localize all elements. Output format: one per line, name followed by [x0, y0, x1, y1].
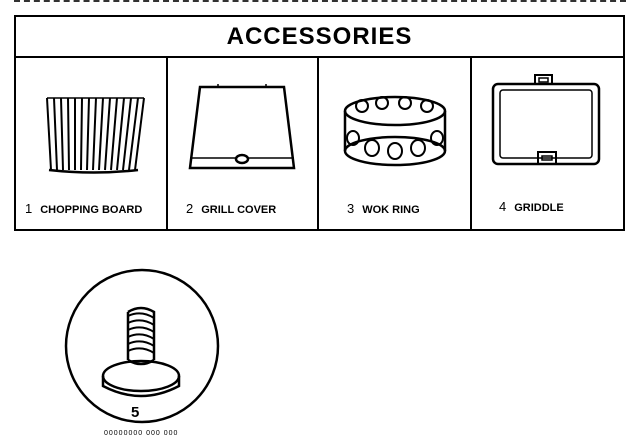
- callout-number: 5: [131, 404, 140, 421]
- accessories-panel: ACCESSORIES 1 CHOPPING BOARD: [14, 15, 625, 231]
- leveling-foot-bolt-icon: [64, 268, 220, 424]
- item-number: 4: [499, 199, 507, 214]
- accessories-row: 1 CHOPPING BOARD 2 GRILL COVER: [16, 58, 623, 231]
- accessories-header: ACCESSORIES: [16, 17, 623, 58]
- accessory-cell-chopping-board: 1 CHOPPING BOARD: [16, 58, 168, 231]
- item-label-wok-ring: 3 WOK RING: [347, 201, 420, 216]
- accessory-cell-wok-ring: 3 WOK RING: [319, 58, 472, 231]
- item-name: CHOPPING BOARD: [40, 204, 143, 216]
- item-name: GRIDDLE: [514, 202, 564, 214]
- griddle-icon: [491, 74, 601, 166]
- grill-cover-icon: [188, 84, 296, 170]
- top-dashed-border: [14, 0, 626, 6]
- accessory-cell-grill-cover: 2 GRILL COVER: [168, 58, 319, 231]
- accessory-cell-griddle: 4 GRIDDLE: [472, 58, 623, 231]
- item-label-chopping-board: 1 CHOPPING BOARD: [25, 201, 142, 216]
- chopping-board-icon: [46, 97, 145, 174]
- item-name: GRILL COVER: [201, 204, 277, 216]
- item-number: 3: [347, 201, 355, 216]
- item-name: WOK RING: [362, 204, 420, 216]
- wok-ring-icon: [343, 95, 447, 167]
- page-title: ACCESSORIES: [226, 22, 413, 50]
- footer-code: 00000000 000 000: [104, 430, 179, 437]
- item-number: 2: [186, 201, 194, 216]
- item-number: 1: [25, 201, 33, 216]
- item-label-grill-cover: 2 GRILL COVER: [186, 201, 276, 216]
- item-label-griddle: 4 GRIDDLE: [499, 199, 564, 214]
